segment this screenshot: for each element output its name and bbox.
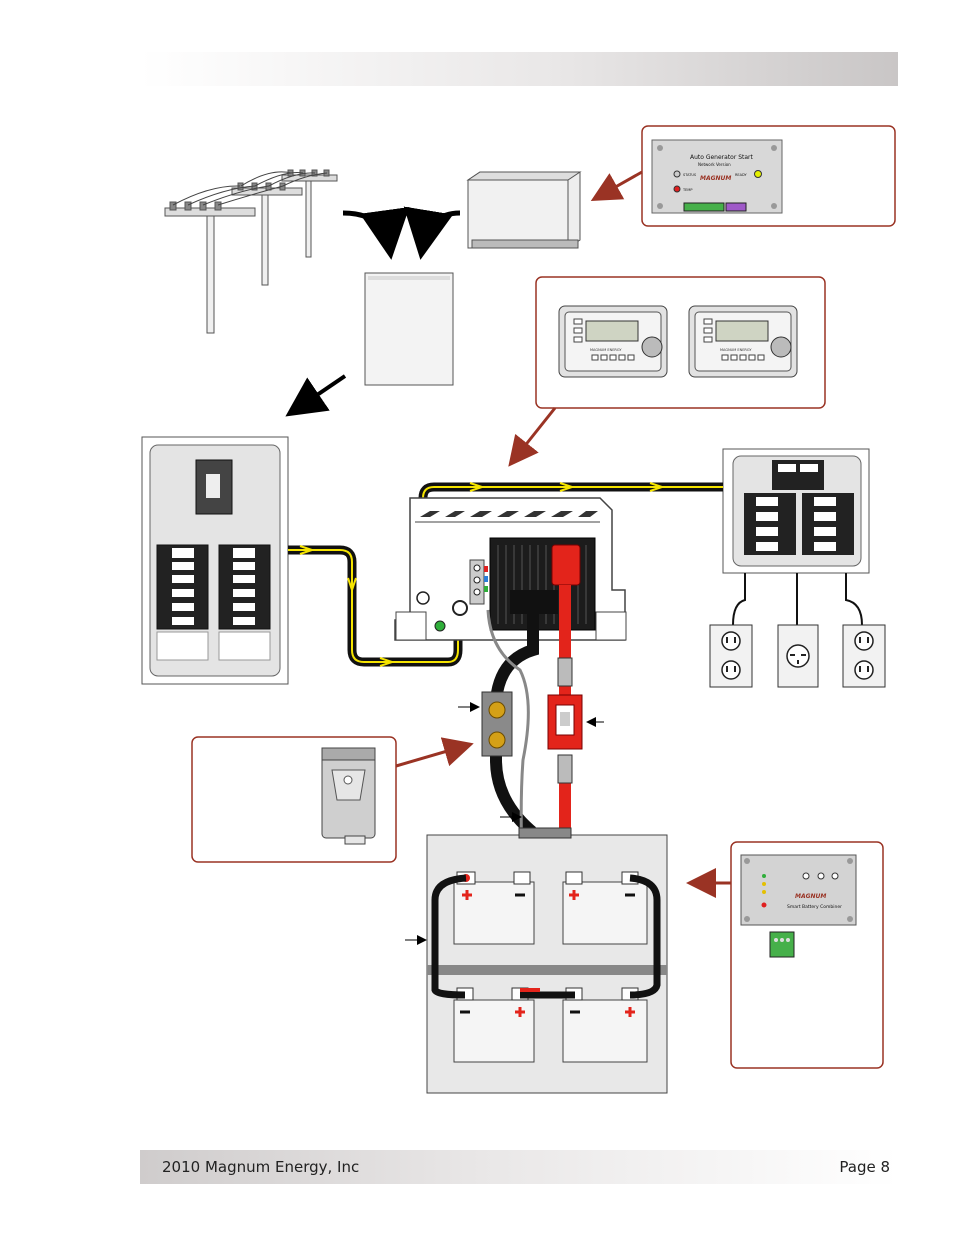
main-ac-panel xyxy=(141,436,289,685)
ags-callout: Auto Generator Start Network Version STA… xyxy=(641,125,896,227)
outlet-duplex-1 xyxy=(709,624,753,688)
ags-to-generator-arrow xyxy=(590,170,643,201)
outlets xyxy=(709,573,886,688)
ags-brand: MAGNUM xyxy=(700,175,731,182)
outlet-duplex-2 xyxy=(842,624,886,688)
combiner-title: Smart Battery Combiner xyxy=(787,904,842,910)
inverter-charger xyxy=(394,497,627,641)
battery-bank xyxy=(426,827,668,1094)
footer-copyright: 2010 Magnum Energy, Inc xyxy=(162,1158,360,1176)
remote-display-standard: MAGNUM ENERGY xyxy=(558,305,668,378)
remote-displays-callout: MAGNUM ENERGY MAGNUM ENERGY xyxy=(535,276,826,409)
combiner-brand: MAGNUM xyxy=(795,893,826,900)
battery-top-right xyxy=(562,871,648,945)
battery-combiner-callout: MAGNUM Smart Battery Combiner xyxy=(730,841,884,1069)
battery-top-left xyxy=(453,871,535,945)
utility-to-transfer-arrow xyxy=(342,207,410,260)
ags-subtitle: Network Version xyxy=(698,162,731,167)
page-number: Page 8 xyxy=(839,1158,890,1176)
remote-brand-1: MAGNUM ENERGY xyxy=(590,348,622,352)
bmk-to-shunt-arrow xyxy=(395,737,474,768)
battery-monitor-callout xyxy=(191,736,397,863)
dc-shunt xyxy=(481,691,513,757)
ags-led-status: STATUS xyxy=(683,173,697,177)
utility-poles xyxy=(164,169,338,334)
remotes-to-inverter-arrow xyxy=(508,407,557,467)
inverter-sub-panel xyxy=(722,448,870,574)
transfer-switch xyxy=(364,272,454,386)
generator xyxy=(466,171,582,249)
transfer-to-panel-arrow xyxy=(285,374,347,417)
ags-led-temp: TEMP xyxy=(682,188,692,192)
footer-bar: 2010 Magnum Energy, Inc Page 8 xyxy=(140,1150,898,1184)
ags-led-ready: READY xyxy=(735,173,748,177)
dc-disconnect xyxy=(547,657,583,784)
header-bar xyxy=(140,52,898,86)
generator-to-transfer-arrow xyxy=(403,206,461,260)
remote-brand-2: MAGNUM ENERGY xyxy=(720,348,752,352)
ags-title: Auto Generator Start xyxy=(690,154,754,161)
battery-bottom-left xyxy=(453,987,535,1063)
outlet-240v xyxy=(777,624,819,688)
remote-display-advanced: MAGNUM ENERGY xyxy=(688,305,798,378)
pointer-arrows xyxy=(405,702,604,945)
